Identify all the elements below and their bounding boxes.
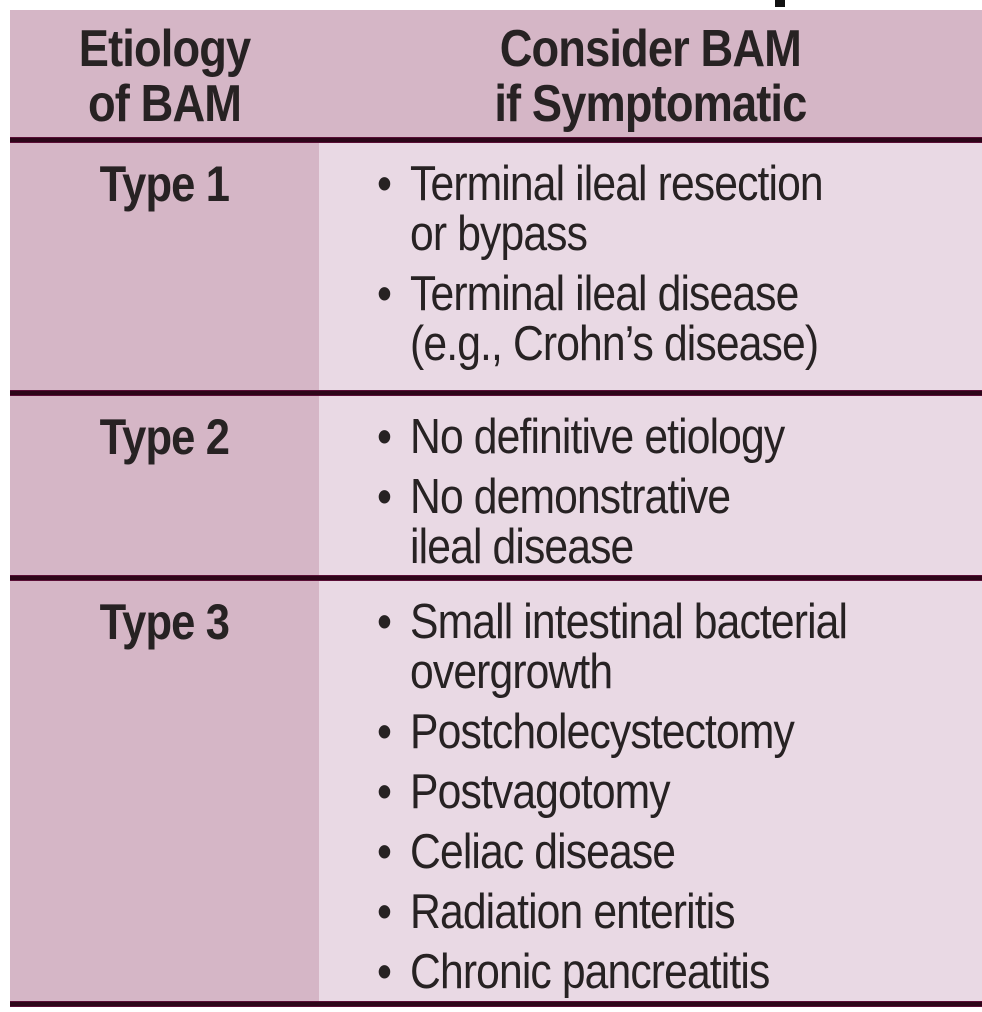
- etiology-bullet-list: • Small intestinal bacterial overgrowth …: [377, 597, 982, 997]
- items-cell: • No definitive etiology • No demonstrat…: [319, 396, 982, 575]
- bullet-icon: •: [377, 945, 392, 999]
- list-item-text: No definitive etiology: [410, 410, 785, 464]
- list-item: • Terminal ileal disease (e.g., Crohn’s …: [377, 269, 943, 369]
- table-row-type-1: Type 1 • Terminal ileal resection or byp…: [10, 143, 982, 390]
- row-separator: [10, 137, 982, 143]
- list-item: • Terminal ileal resection or bypass: [377, 159, 943, 259]
- list-item: • Small intestinal bacterial overgrowth: [377, 597, 943, 697]
- list-item-text: No demonstrative ileal disease: [410, 470, 731, 574]
- list-item: • Postvagotomy: [377, 767, 943, 817]
- items-cell: • Terminal ileal resection or bypass • T…: [319, 143, 982, 390]
- bullet-icon: •: [377, 470, 392, 524]
- list-item: • Chronic pancreatitis: [377, 947, 943, 997]
- list-item-text: Postcholecystectomy: [410, 705, 795, 759]
- table-row-type-3: Type 3 • Small intestinal bacterial over…: [10, 581, 982, 1001]
- table-bottom-border: [10, 1001, 982, 1007]
- type-label: Type 2: [99, 409, 230, 465]
- bullet-icon: •: [377, 825, 392, 879]
- list-item: • No definitive etiology: [377, 412, 943, 462]
- list-item: • Celiac disease: [377, 827, 943, 877]
- row-separator: [10, 390, 982, 396]
- list-item: • Postcholecystectomy: [377, 707, 943, 757]
- cropped-text-fragment: [775, 0, 785, 7]
- list-item-text: Celiac disease: [410, 825, 676, 879]
- type-cell: Type 2: [10, 396, 319, 575]
- type-label: Type 3: [99, 594, 230, 650]
- column-header-label: Consider BAM if Symptomatic: [494, 20, 807, 133]
- bullet-icon: •: [377, 705, 392, 759]
- list-item-text: Postvagotomy: [410, 765, 671, 819]
- type-cell: Type 1: [10, 143, 319, 390]
- list-item-text: Terminal ileal resection or bypass: [410, 157, 824, 261]
- items-cell: • Small intestinal bacterial overgrowth …: [319, 581, 982, 1001]
- list-item: • Radiation enteritis: [377, 887, 943, 937]
- etiology-bullet-list: • Terminal ileal resection or bypass • T…: [377, 159, 982, 369]
- type-cell: Type 3: [10, 581, 319, 1001]
- table-row-type-2: Type 2 • No definitive etiology • No dem…: [10, 396, 982, 575]
- header-cell-etiology-of-bam: Etiology of BAM: [10, 10, 319, 137]
- bam-etiology-table: Etiology of BAM Consider BAM if Symptoma…: [10, 10, 982, 1007]
- column-header-label: Etiology of BAM: [78, 20, 251, 133]
- table-header-row: Etiology of BAM Consider BAM if Symptoma…: [10, 10, 982, 137]
- list-item-text: Terminal ileal disease (e.g., Crohn’s di…: [410, 267, 819, 371]
- bullet-icon: •: [377, 410, 392, 464]
- bullet-icon: •: [377, 885, 392, 939]
- list-item: • No demonstrative ileal disease: [377, 472, 943, 572]
- bullet-icon: •: [377, 765, 392, 819]
- bullet-icon: •: [377, 595, 392, 649]
- list-item-text: Radiation enteritis: [410, 885, 736, 939]
- etiology-bullet-list: • No definitive etiology • No demonstrat…: [377, 412, 982, 572]
- bullet-icon: •: [377, 157, 392, 211]
- bullet-icon: •: [377, 267, 392, 321]
- type-label: Type 1: [99, 156, 230, 212]
- list-item-text: Small intestinal bacterial overgrowth: [410, 595, 848, 699]
- header-cell-consider-bam: Consider BAM if Symptomatic: [319, 10, 982, 137]
- list-item-text: Chronic pancreatitis: [410, 945, 770, 999]
- row-separator: [10, 575, 982, 581]
